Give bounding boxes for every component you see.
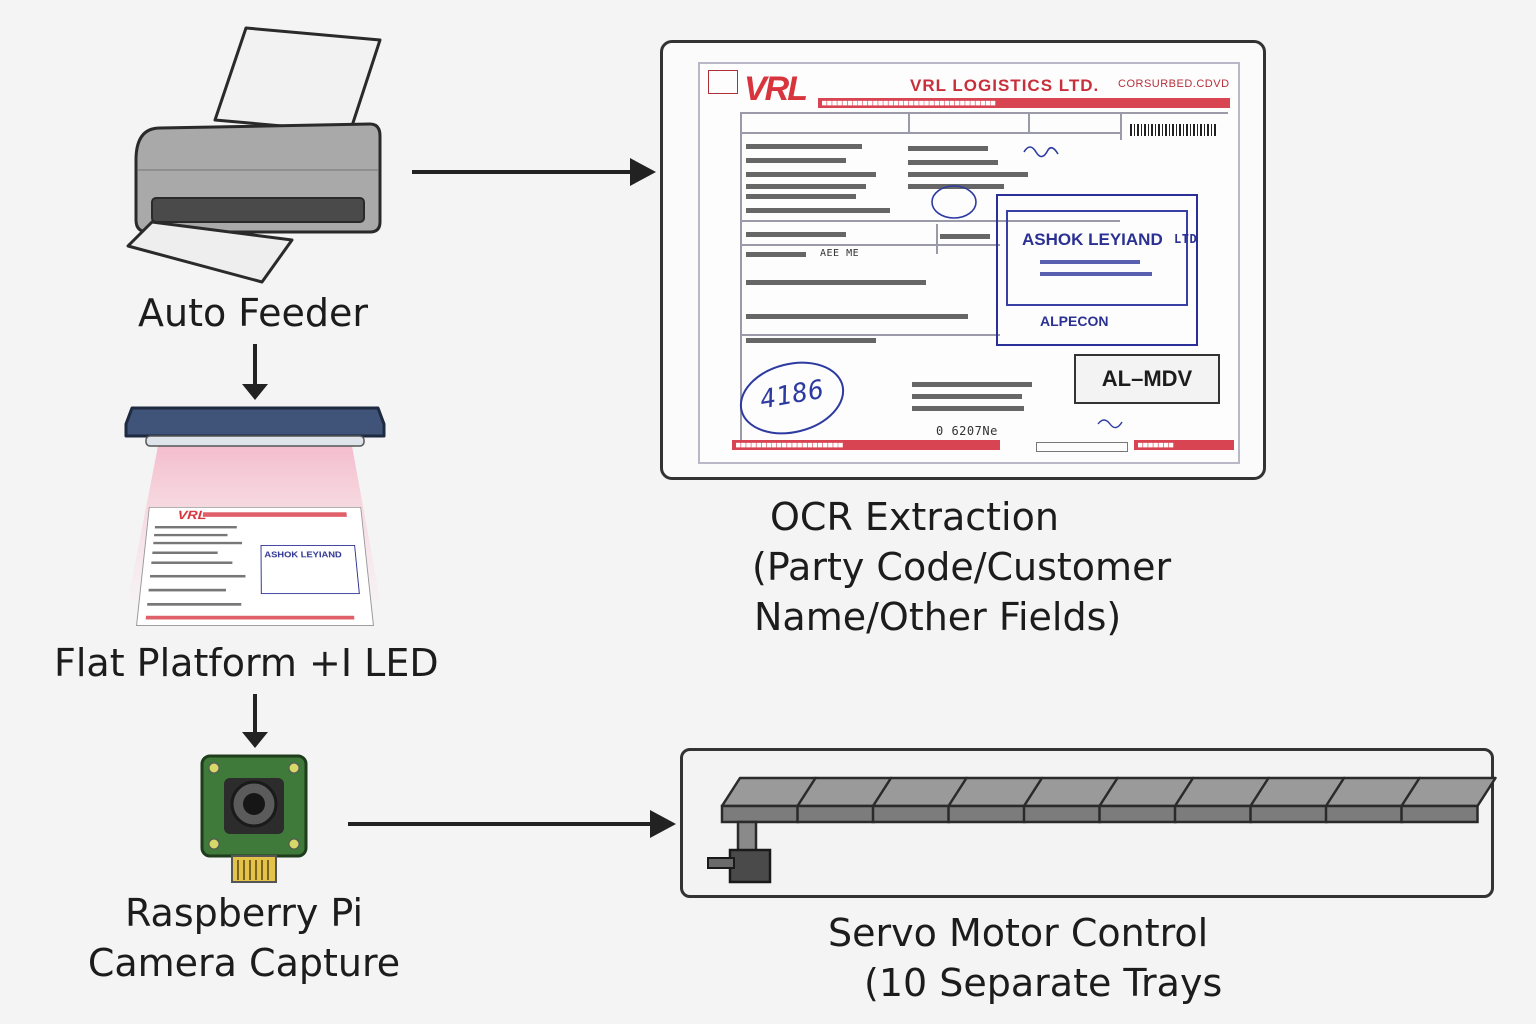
tray-8 <box>1249 776 1346 824</box>
ocr-label-line1: OCR Extraction <box>770 495 1059 539</box>
ocr-label-line2: (Party Code/Customer <box>752 545 1172 589</box>
handwritten-circle <box>739 146 1123 435</box>
document-logo: VRL <box>744 70 808 108</box>
auto-feeder-label: Auto Feeder <box>138 291 368 335</box>
tray-6 <box>1098 776 1195 824</box>
document-header-bar: ■■■■■■■■■■■■■■■■■■■■■■■■■■■■■■■■■■ <box>818 98 1230 108</box>
stamp-inner-box <box>1006 210 1188 306</box>
document-footer-bar-left: ■■■■■■■■■■■■■■■■■■■■■ <box>732 440 1000 450</box>
stamp-title: ASHOK LEYIAND <box>1022 230 1163 249</box>
document-footer-bar-right: ■■■■■■■ <box>1134 440 1234 450</box>
stamp-outer-box <box>996 194 1198 346</box>
stamp-subtitle: ALPECON <box>1040 313 1109 329</box>
camera-label-line2: Camera Capture <box>87 941 401 985</box>
document-corner-text: CORSURBED.CDVD <box>1118 78 1230 90</box>
ocr-label-line3: Name/Other Fields) <box>754 595 1122 639</box>
document-field-aee: AEE ME <box>820 248 860 259</box>
servo-motor-icon <box>707 820 772 884</box>
stamp-title-tail: LTD <box>1174 232 1198 246</box>
tray-3 <box>871 776 969 824</box>
scanned-document: VRL VRL LOGISTICS LTD. CORSURBED.CDVD ■■… <box>698 62 1240 464</box>
servo-label-line2: (10 Separate Trays <box>864 961 1223 1005</box>
camera-label-line1: Raspberry Pi <box>124 891 364 935</box>
flat-platform-label: Flat Platform +I LED <box>54 641 439 685</box>
servo-label-line1: Servo Motor Control <box>828 911 1209 955</box>
barcode <box>1130 124 1218 136</box>
tray-7 <box>1173 776 1271 824</box>
document-company: VRL LOGISTICS LTD. <box>910 76 1100 95</box>
tray-10 <box>1400 776 1497 824</box>
party-code-box: AL–MDV <box>1074 354 1220 404</box>
document-bottom-text: 0 6207Ne <box>936 424 998 438</box>
